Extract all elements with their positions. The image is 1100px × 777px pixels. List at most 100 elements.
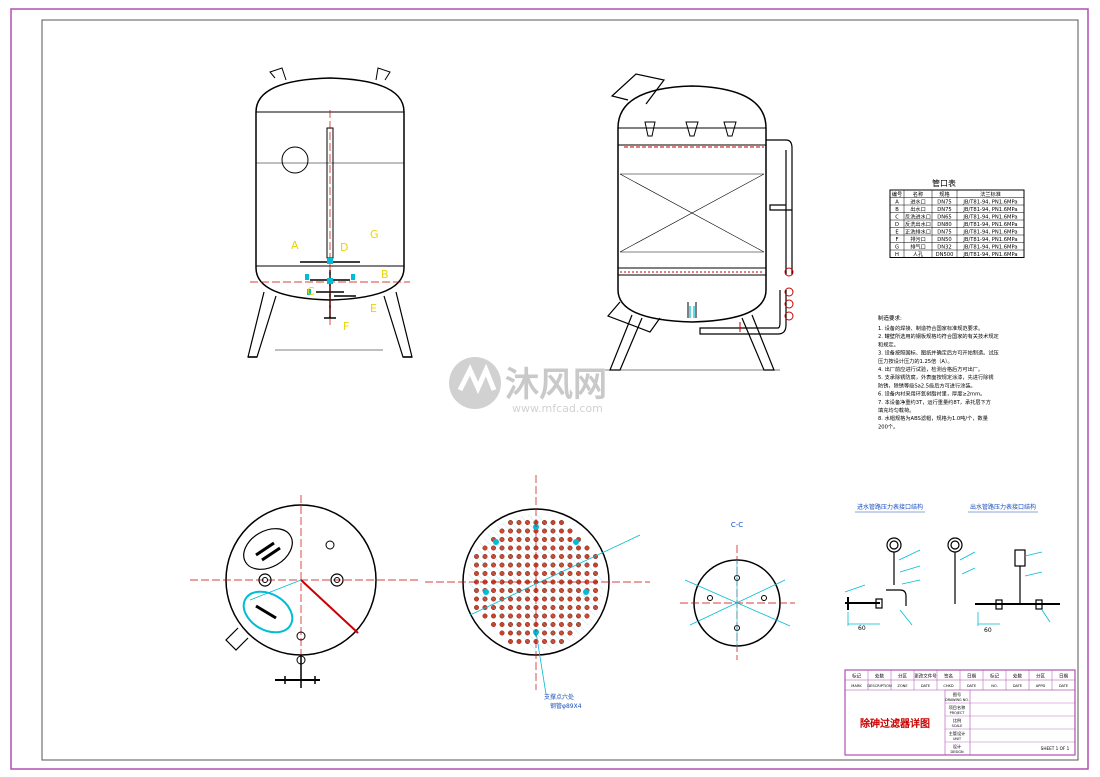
- watermark-name: 沐风网: [505, 365, 607, 405]
- nozzle-cap-icon: [550, 520, 556, 526]
- nozzle-table-cell: DN500: [936, 252, 954, 258]
- nozzle-cap-icon: [559, 520, 565, 526]
- tech-req-line: 3. 设备按照国标、图纸并确定后方可开始制造。试压: [878, 349, 999, 357]
- nozzle-table-cell: 出水口: [910, 205, 926, 213]
- side-view-cyan-marks: [689, 306, 695, 318]
- title-block-header-en: DATE: [1059, 684, 1069, 688]
- nozzle-table-cell: F: [896, 237, 899, 243]
- tech-req-line: 7. 本设备净重约3T，运行重量约8T，承托层下方: [878, 398, 991, 406]
- title-block-field: 设计: [953, 743, 961, 750]
- tech-requirements: 制造要求: 1. 设备的焊接、制造符合国家标准规范要求。2. 罐壁所选用的钢板规格…: [878, 314, 999, 430]
- nozzle-table-cell: JB/T81-94, PN1.6MPa: [962, 215, 1017, 221]
- section-cc-label: C-C: [731, 521, 743, 529]
- title-block-field-en: UNIT: [953, 737, 962, 741]
- front-view-cyan-marks: [305, 258, 355, 295]
- nozzle-cap-icon: [491, 613, 497, 619]
- support-point-icon: [583, 589, 589, 595]
- nozzle-table-header: 规格: [939, 190, 950, 198]
- title-block-header-en: DATE: [921, 684, 931, 688]
- title-block-header: 标记: [990, 673, 999, 680]
- support-point-icon: [493, 539, 499, 545]
- nozzle-table-cell: JB/T81-94, PN1.6MPa: [962, 237, 1017, 243]
- tech-req-line: 8. 水帽规格为ABS滤帽，规格为1.0吨/个，数量: [878, 414, 988, 422]
- title-block-header-en: NO.: [991, 684, 998, 688]
- nozzle-table-cell: 正洗排水口: [905, 228, 931, 236]
- nozzle-cap-icon: [584, 545, 590, 551]
- nozzle-cap-icon: [474, 605, 480, 611]
- title-block-header: 分区: [1036, 673, 1045, 680]
- nozzle-table-cell: B: [895, 207, 899, 213]
- detail-dim-left: 60: [858, 625, 866, 632]
- title-block-field-en: PROJECT: [950, 711, 966, 715]
- nozzle-table-header: 编号: [892, 190, 902, 198]
- top-view: [190, 495, 420, 688]
- tech-req-title: 制造要求:: [878, 314, 902, 322]
- nozzle-cap-icon: [559, 528, 565, 534]
- support-note-1: 支撑点六处: [544, 693, 574, 701]
- nozzle-table-cell: 排污口: [910, 235, 926, 243]
- title-block-header-en: APPD: [1036, 684, 1046, 688]
- nozzle-table-cell: E: [895, 230, 898, 236]
- nozzle-table-cell: DN50: [937, 237, 951, 243]
- nozzle-table-cell: 反洗进水口: [905, 213, 931, 221]
- nozzle-table-cell: DN75: [937, 230, 951, 236]
- title-block-header-en: CHKD: [943, 684, 954, 688]
- nozzle-cap-icon: [499, 622, 505, 628]
- nozzle-cap-icon: [482, 613, 488, 619]
- nozzle-cap-icon: [576, 545, 582, 551]
- nozzle-table-header: 法兰标准: [980, 190, 1001, 198]
- label-b: B: [381, 268, 389, 281]
- nozzle-table-cell: 人孔: [913, 250, 924, 258]
- nozzle-cap-icon: [567, 537, 573, 543]
- front-view-centerlines: [250, 110, 410, 325]
- label-c: C: [307, 285, 315, 298]
- tech-req-line: 5. 支承除锈防腐，外表面按规定涂漆，先进行除锈: [878, 373, 994, 381]
- title-block-field-en: DRAWING NO.: [945, 698, 969, 702]
- nozzle-table-cell: JB/T81-94, PN1.6MPa: [962, 222, 1017, 228]
- nozzle-plate: 支撑点六处 钢管φ89X4: [425, 475, 650, 710]
- tech-req-line: 1. 设备的焊接、制造符合国家标准规范要求。: [878, 324, 983, 332]
- section-cc: C-C: [680, 521, 795, 660]
- nozzle-cap-icon: [567, 528, 573, 534]
- title-block-field-en: SCALE: [952, 724, 963, 728]
- nozzle-table-cell: DN32: [937, 245, 951, 251]
- title-block-header: 日期: [1059, 674, 1068, 680]
- nozzle-table-header: 名称: [913, 190, 923, 198]
- watermark-logo-icon: [449, 357, 501, 409]
- nozzle-table-cell: 反洗出水口: [905, 220, 931, 228]
- tech-req-line: 2. 罐壁所选用的钢板规格均符合国家的有关技术规定: [878, 332, 999, 340]
- nozzle-table-cell: JB/T81-94, PN1.6MPa: [962, 230, 1017, 236]
- nozzle-table-cell: DN65: [937, 215, 951, 221]
- watermark: 沐风网 www.mfcad.com: [449, 357, 607, 415]
- nozzle-table-cell: JB/T81-94, PN1.6MPa: [962, 245, 1017, 251]
- nozzle-table-cell: 排气口: [910, 243, 926, 251]
- title-block-header-en: DATE: [967, 684, 977, 688]
- tech-req-line: 防锈，除锈等级Sa2.5级后方可进行涂装。: [878, 381, 976, 389]
- title-block-field: 图号: [953, 692, 961, 698]
- label-d: D: [340, 241, 348, 254]
- title-block-field: 比例: [953, 717, 961, 724]
- nozzle-table-cell: DN80: [937, 222, 951, 228]
- nozzle-table-cell: A: [895, 200, 899, 206]
- sheet-number: SHEET 1 OF 1: [1041, 746, 1070, 751]
- support-point-icon: [483, 589, 489, 595]
- label-e: E: [370, 302, 377, 315]
- watermark-url: www.mfcad.com: [512, 402, 603, 415]
- nozzle-table-title: 管口表: [932, 178, 956, 188]
- title-block-header: 处数: [875, 673, 884, 680]
- inlet-gauge-icon: [845, 537, 907, 610]
- title-block-header: 处数: [1013, 673, 1022, 680]
- inner-frame: [41, 19, 1079, 761]
- front-view-labels: A D G C B E F: [291, 228, 389, 333]
- nozzle-table-cell: C: [895, 215, 899, 221]
- nozzle-table-cell: D: [895, 222, 899, 228]
- detail-dim-right: 60: [984, 627, 992, 634]
- title-block-header: 标记: [852, 673, 861, 680]
- nozzle-table-cell: DN75: [937, 200, 951, 206]
- nozzle-table-cell: 进水口: [910, 198, 926, 206]
- title-block-header-en: DESCRIPTION: [867, 684, 892, 688]
- tech-req-line: 6. 设备内衬采用环氧树脂衬里，厚度≥2mm。: [878, 390, 985, 398]
